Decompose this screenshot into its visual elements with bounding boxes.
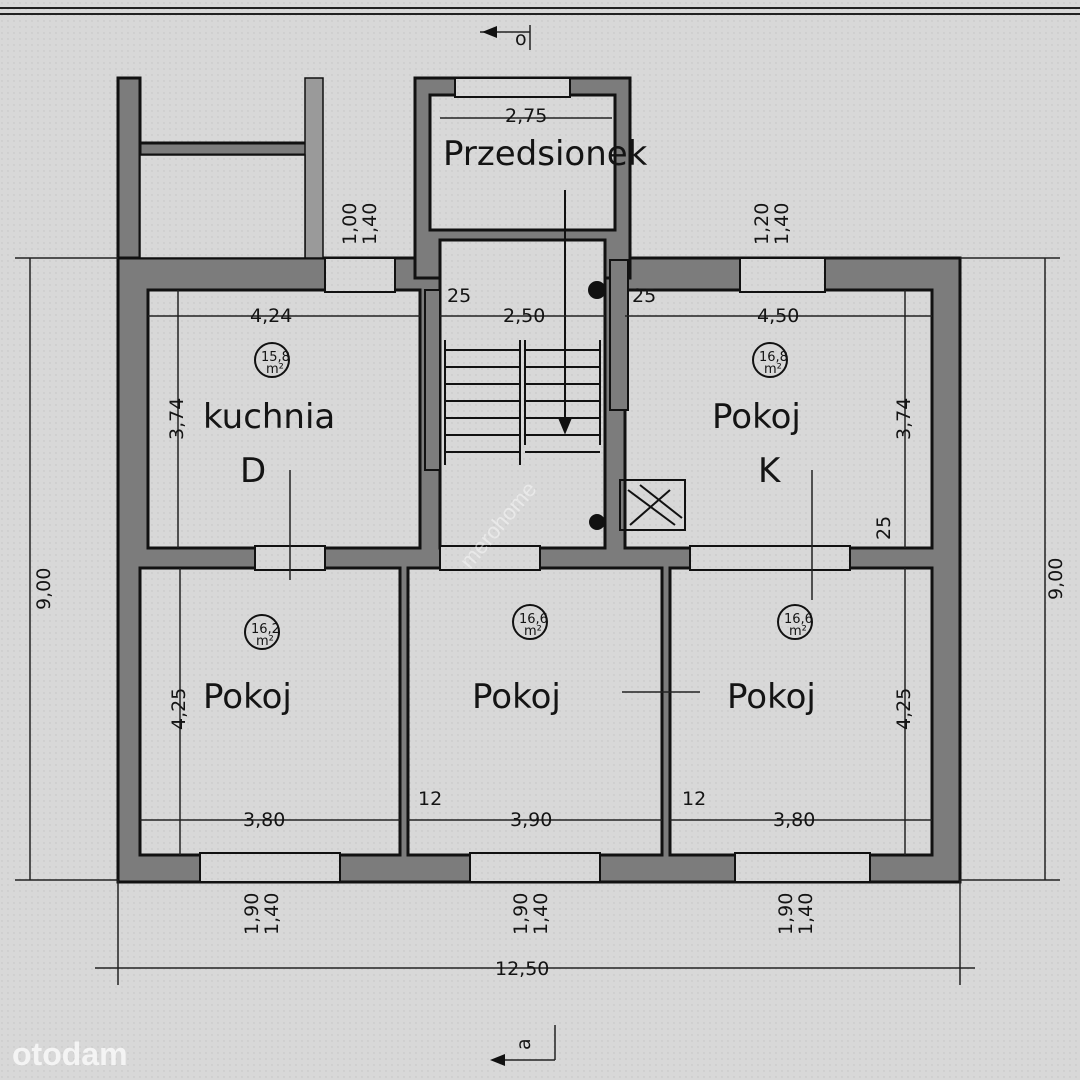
kitchen-area-unit: m²: [266, 362, 284, 377]
room-top-right-depth: 3,74: [893, 398, 915, 440]
bottom-left-window-bottom: 1,40: [261, 893, 283, 935]
section-marker-bottom: a: [513, 1038, 535, 1050]
room-bottom-middle-label: Pokoj: [472, 677, 561, 717]
room-bottom-left-area: 16,2: [251, 622, 280, 637]
right-partition-thickness: 25: [873, 516, 895, 540]
room-bottom-right-depth: 4,25: [893, 688, 915, 730]
room-top-right-area-unit: m²: [764, 362, 782, 377]
overall-depth-right: 9,00: [1045, 558, 1067, 600]
room-top-right-label: Pokoj: [712, 397, 801, 437]
overall-depth-left: 9,00: [33, 568, 55, 610]
room-top-right-width: 4,50: [757, 305, 799, 327]
area-circles: [244, 342, 813, 650]
room-bottom-middle-width: 3,90: [510, 809, 552, 831]
room-bottom-right-label: Pokoj: [727, 677, 816, 717]
bottom-middle-window-bottom: 1,40: [530, 893, 552, 935]
stair-width: 2,50: [503, 305, 545, 327]
stair-wall-left: 25: [447, 285, 471, 307]
section-marker-top: o: [515, 28, 527, 50]
bottom-right-window-top: 1,90: [775, 893, 797, 935]
inner-wall-right: 12: [682, 788, 706, 810]
top-right-window-bottom: 1,40: [771, 203, 793, 245]
staircase: [424, 190, 686, 531]
kitchen-label: kuchnia: [203, 397, 335, 437]
dimension-lines: [15, 25, 1060, 1061]
room-bottom-left-label: Pokoj: [203, 677, 292, 717]
room-bottom-right-area: 16,6: [784, 612, 813, 627]
room-bottom-middle-area-unit: m²: [524, 624, 542, 639]
room-bottom-middle-area: 16,6: [519, 612, 548, 627]
kitchen-window-bottom: 1,40: [359, 203, 381, 245]
room-bottom-left-width: 3,80: [243, 809, 285, 831]
bottom-right-window-bottom: 1,40: [795, 893, 817, 935]
top-right-window-top: 1,20: [751, 203, 773, 245]
room-top-right-mark: K: [758, 451, 782, 491]
kitchen-mark: D: [240, 451, 266, 491]
kitchen-width: 4,24: [250, 305, 292, 327]
room-bottom-left-depth: 4,25: [168, 688, 190, 730]
overall-width: 12,50: [495, 958, 549, 980]
kitchen-window-top: 1,00: [339, 203, 361, 245]
room-bottom-right-area-unit: m²: [789, 624, 807, 639]
vestibule-label: Przedsionek: [443, 134, 648, 174]
north-arrow-top: [482, 26, 497, 38]
kitchen-area: 15,8: [261, 350, 290, 365]
room-bottom-left-area-unit: m²: [256, 634, 274, 649]
inner-wall-left: 12: [418, 788, 442, 810]
stair-wall-right: 25: [632, 285, 656, 307]
room-top-right-area: 16,8: [759, 350, 788, 365]
otodom-logo: otodam: [12, 1036, 128, 1072]
room-interiors: [138, 93, 934, 857]
north-arrow-bottom: [490, 1054, 505, 1066]
title-frame-lines: [0, 7, 1080, 15]
bottom-middle-window-top: 1,90: [510, 893, 532, 935]
room-bottom-right-width: 3,80: [773, 809, 815, 831]
bottom-left-window-top: 1,90: [241, 893, 263, 935]
kitchen-depth: 3,74: [166, 398, 188, 440]
vestibule-width: 2,75: [505, 105, 547, 127]
